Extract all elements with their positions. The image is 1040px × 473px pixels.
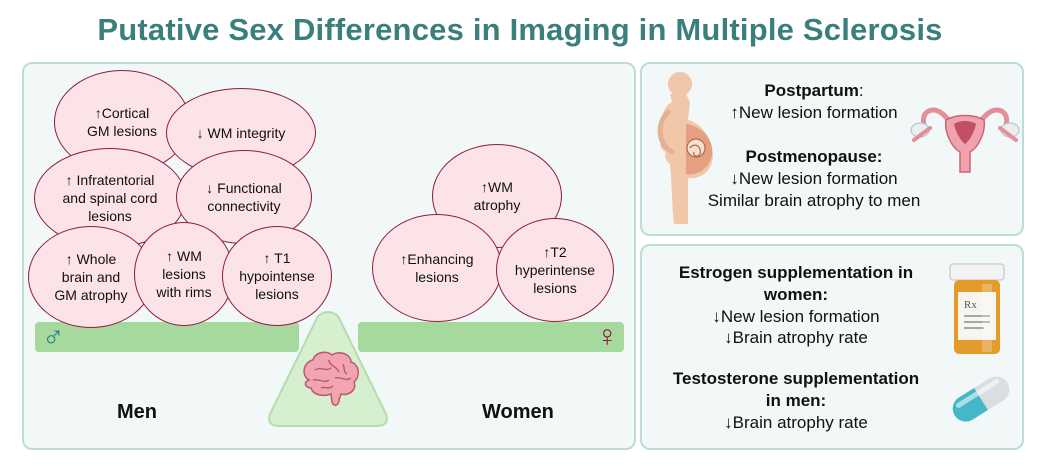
- testosterone-text: Testosterone supplementation in men: ↓Br…: [646, 368, 946, 433]
- testosterone-line-1: ↓Brain atrophy rate: [724, 412, 868, 432]
- postmenopause-line-2: Similar brain atrophy to men: [707, 190, 921, 210]
- postpartum-line: ↑New lesion formation: [730, 102, 898, 122]
- estrogen-heading-2: women:: [763, 284, 829, 304]
- postmenopause-text: Postmenopause: ↓New lesion formation Sim…: [664, 146, 964, 211]
- female-symbol: ♀: [596, 320, 619, 353]
- testosterone-heading-1: Testosterone supplementation: [672, 369, 920, 388]
- diagram-title: Putative Sex Differences in Imaging in M…: [97, 12, 943, 47]
- male-symbol: ♂: [42, 320, 65, 353]
- pill-bottle-label: Rx: [964, 299, 977, 311]
- estrogen-heading-1: Estrogen supplementation in: [678, 263, 914, 282]
- testosterone-heading-2: in men:: [765, 390, 827, 410]
- postpartum-colon: :: [858, 81, 864, 100]
- capsule-icon: [952, 376, 1010, 422]
- brain-icon: [303, 351, 359, 406]
- bubble-whole-brain-gm-atrophy: ↑ Whole brain and GM atrophy: [28, 226, 154, 328]
- uterus-icon: [910, 107, 1020, 173]
- estrogen-line-2: ↓Brain atrophy rate: [724, 328, 868, 348]
- men-label: Men: [117, 401, 157, 423]
- estrogen-line-1: ↓New lesion formation: [712, 306, 880, 326]
- pill-bottle-icon: Rx: [949, 263, 1005, 354]
- postpartum-heading: Postpartum: [764, 81, 859, 100]
- men-beam: [35, 322, 299, 352]
- bubble-t1-hypointense-lesions: ↑ T1 hypointense lesions: [222, 226, 332, 326]
- estrogen-text: Estrogen supplementation in women: ↓New …: [646, 262, 946, 349]
- postpartum-text: Postpartum: ↑New lesion formation: [704, 80, 924, 124]
- bubble-wm-lesions-rims: ↑ WM lesions with rims: [134, 222, 234, 326]
- pregnant-woman-icon: [657, 72, 713, 224]
- postmenopause-line-1: ↓New lesion formation: [730, 168, 898, 188]
- women-label: Women: [482, 401, 554, 423]
- women-beam: [358, 322, 624, 352]
- postmenopause-heading: Postmenopause:: [745, 147, 883, 166]
- bubble-enhancing-lesions: ↑Enhancing lesions: [372, 214, 502, 322]
- bubble-t2-hyperintense-lesions: ↑T2 hyperintense lesions: [496, 218, 614, 322]
